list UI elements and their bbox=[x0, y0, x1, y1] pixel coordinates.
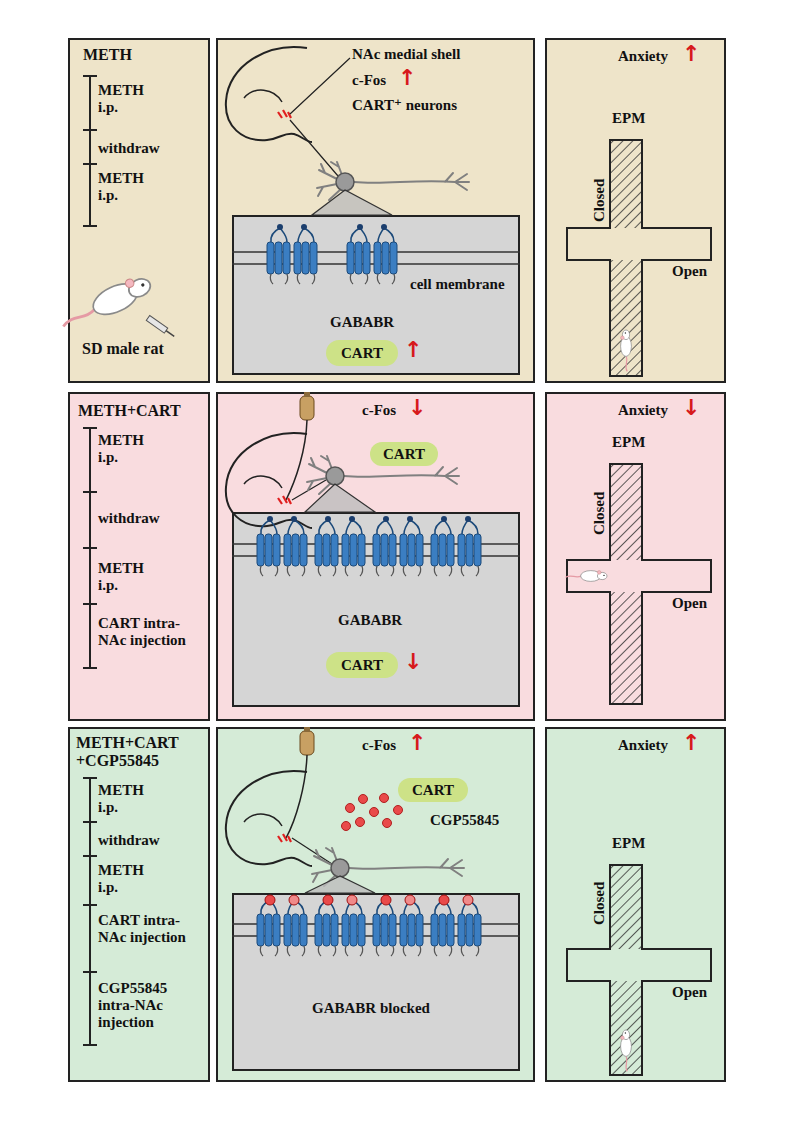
group-heading: SD male rat bbox=[82, 340, 207, 358]
label-text: Open bbox=[672, 595, 712, 612]
change-arrow: ↓ bbox=[404, 650, 428, 674]
label-text: Closed bbox=[591, 492, 608, 535]
epm-maze: EPM ClosedOpen bbox=[566, 108, 712, 377]
closed-arm bbox=[610, 592, 642, 704]
closed-arm bbox=[610, 260, 642, 376]
label-text: GABABR bbox=[330, 314, 450, 331]
maze-shape bbox=[566, 432, 712, 705]
label-text: GABABR bbox=[338, 612, 458, 629]
change-arrow: ↑ bbox=[398, 66, 422, 90]
label-text: Open bbox=[672, 984, 712, 1001]
panel-box: NAc medial shellc-Fos↑CART⁺ neuronscell … bbox=[216, 38, 535, 383]
panel-box: c-Fos↑CGP55845CARTGABABR blocked bbox=[216, 727, 535, 1082]
panel-box: Anxiety↑EPMClosedOpen bbox=[545, 38, 726, 383]
maze-shape bbox=[566, 833, 712, 1076]
label-text: Closed bbox=[591, 179, 608, 222]
change-arrow: ↑ bbox=[682, 731, 706, 755]
group-heading: METH+CART bbox=[78, 402, 208, 420]
closed-arm bbox=[610, 464, 642, 560]
panel-box: METHMETH i.p.withdrawMETH i.p.SD male ra… bbox=[68, 38, 210, 383]
label-text: NAc medial shell bbox=[352, 46, 532, 63]
panel-box: METH+CART +CGP55845METH i.p.withdrawMETH… bbox=[68, 727, 210, 1082]
label-text: withdraw bbox=[98, 510, 198, 527]
membrane-box: GABABR blocked bbox=[232, 893, 520, 1071]
label-text: cell membrane bbox=[410, 276, 518, 293]
label-text: METH i.p. bbox=[98, 782, 153, 816]
label-text: METH i.p. bbox=[98, 82, 153, 116]
pill-label: CART bbox=[341, 345, 383, 362]
maze-shape bbox=[566, 108, 712, 377]
cart-pill: CART bbox=[370, 442, 438, 466]
label-text: EPM bbox=[612, 110, 682, 127]
label-text: CART intra-NAc injection bbox=[98, 615, 188, 649]
change-arrow: ↑ bbox=[404, 338, 428, 362]
change-arrow: ↑ bbox=[408, 731, 432, 755]
pill-label: CART bbox=[412, 782, 454, 799]
epm-maze: EPM ClosedOpen bbox=[566, 432, 712, 705]
label-text: EPM bbox=[612, 835, 682, 852]
panel-box: METH+CARTMETH i.p.withdrawMETH i.p.CART … bbox=[68, 392, 210, 721]
cart-pill: CART bbox=[326, 340, 398, 366]
change-arrow: ↓ bbox=[408, 396, 432, 420]
epm-maze: EPM ClosedOpen bbox=[566, 833, 712, 1076]
change-arrow: ↓ bbox=[682, 396, 706, 420]
cart-pill: CART bbox=[326, 652, 398, 678]
panel-box: Anxiety↑EPMClosedOpen bbox=[545, 727, 726, 1082]
pill-label: CART bbox=[383, 446, 425, 463]
label-text: CGP55845 intra-NAc injection bbox=[98, 980, 193, 1031]
label-text: withdraw bbox=[98, 140, 198, 157]
label-text: EPM bbox=[612, 434, 682, 451]
closed-arm bbox=[610, 140, 642, 228]
closed-arm bbox=[610, 981, 642, 1075]
label-text: METH i.p. bbox=[98, 560, 153, 594]
label-text: CART⁺ neurons bbox=[352, 97, 522, 114]
label-text: CART intra-NAc injection bbox=[98, 912, 188, 946]
pill-label: CART bbox=[341, 657, 383, 674]
label-text: METH i.p. bbox=[98, 432, 153, 466]
group-heading: METH+CART +CGP55845 bbox=[76, 734, 206, 770]
label-text: CGP55845 bbox=[430, 812, 525, 829]
label-text: withdraw bbox=[98, 832, 198, 849]
maze-outline bbox=[567, 865, 711, 1075]
label-text: METH i.p. bbox=[98, 170, 153, 204]
cart-pill: CART bbox=[398, 778, 468, 802]
panel-box: c-Fos↓CARTGABABR↓CART bbox=[216, 392, 535, 721]
closed-arm bbox=[610, 865, 642, 949]
maze-outline bbox=[567, 140, 711, 376]
change-arrow: ↑ bbox=[682, 42, 706, 66]
membrane-box: GABABR ↓ CART bbox=[232, 512, 520, 707]
panel-box: Anxiety↓EPMClosedOpen bbox=[545, 392, 726, 721]
label-text: Closed bbox=[591, 882, 608, 925]
maze-outline bbox=[567, 464, 711, 704]
group-heading: METH bbox=[83, 46, 193, 64]
label-text: Open bbox=[672, 263, 712, 280]
label-text: GABABR blocked bbox=[312, 1000, 472, 1017]
label-text: METH i.p. bbox=[98, 862, 153, 896]
membrane-box: cell membraneGABABR ↑ CART bbox=[232, 215, 520, 375]
